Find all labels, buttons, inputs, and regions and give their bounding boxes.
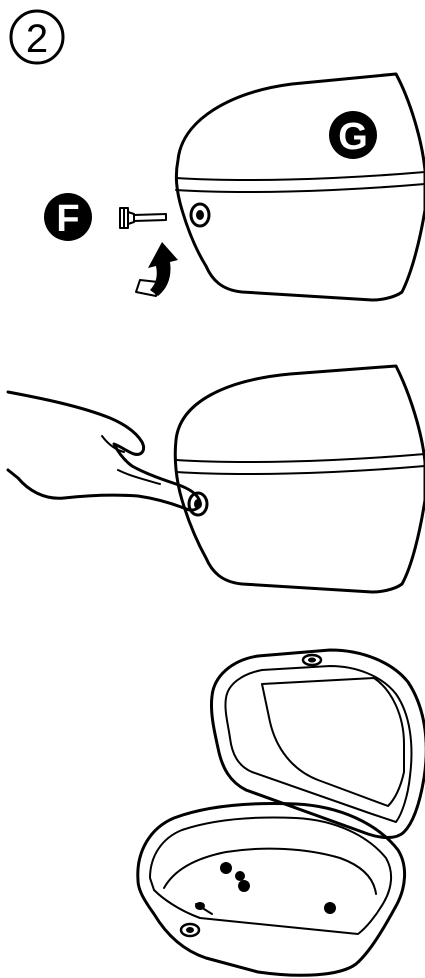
lock-hole — [191, 204, 209, 226]
open-lid-recess — [262, 678, 404, 806]
open-base-rim — [150, 818, 391, 935]
open-lid-inner — [225, 666, 411, 822]
panel-2-hand-press — [8, 366, 425, 592]
case-closed-icon-2 — [175, 366, 425, 592]
panel-1-closed-case: G F — [44, 74, 425, 300]
base-lock-hole — [181, 924, 199, 936]
step-badge: 2 — [11, 11, 63, 63]
open-base — [138, 804, 405, 976]
curved-arrow-icon — [136, 242, 178, 296]
lid-lock-hole — [303, 655, 321, 665]
screw-icon — [120, 208, 166, 228]
callout-g-label: G — [338, 116, 368, 158]
callout-f-badge: F — [44, 193, 92, 241]
lid-seam — [176, 172, 425, 180]
open-base-floor — [164, 849, 376, 894]
mounting-bolts — [195, 862, 336, 914]
open-lid — [211, 650, 425, 838]
lid-seam-2-lower — [176, 466, 425, 474]
lid-seam-2 — [176, 454, 425, 462]
callout-f-label: F — [56, 198, 79, 240]
hand-icon — [8, 392, 200, 510]
callout-g-badge: G — [329, 111, 377, 159]
lid-seam-lower — [176, 184, 425, 192]
step-number: 2 — [26, 17, 48, 61]
panel-3-open-case — [138, 650, 425, 975]
